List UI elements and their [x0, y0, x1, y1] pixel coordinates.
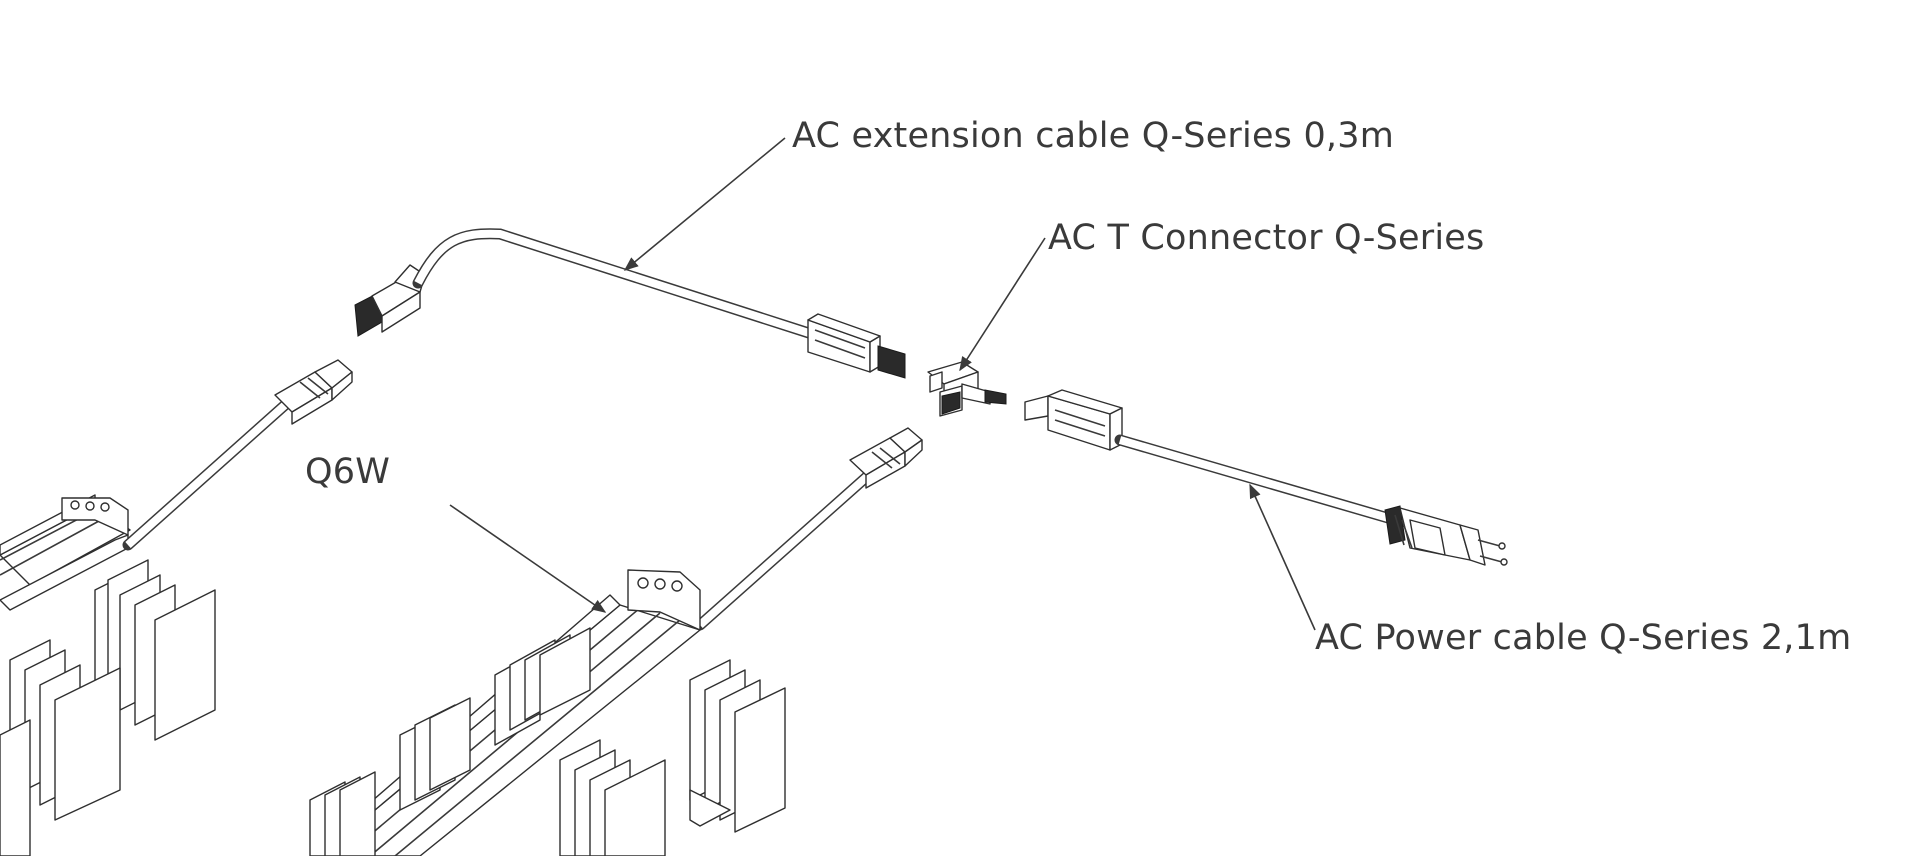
microinverter-left [0, 494, 216, 856]
leader-q6w [449, 504, 607, 613]
label-t-connector: AC T Connector Q-Series [1048, 218, 1485, 258]
ac-t-connector [927, 361, 1007, 417]
leader-t-connector [959, 237, 1046, 372]
microinverter-right [309, 427, 923, 856]
leader-lines [449, 137, 1316, 631]
schuko-plug [1384, 505, 1508, 566]
ac-power-cable [1024, 389, 1508, 566]
inverter-left-cable [122, 359, 353, 551]
label-power-cable: AC Power cable Q-Series 2,1m [1315, 618, 1852, 658]
leader-extension-cable [623, 137, 786, 271]
leader-power-cable [1249, 483, 1316, 631]
label-q6w: Q6W [305, 452, 391, 492]
label-extension-cable: AC extension cable Q-Series 0,3m [792, 116, 1394, 156]
ac-extension-cable [354, 228, 906, 379]
